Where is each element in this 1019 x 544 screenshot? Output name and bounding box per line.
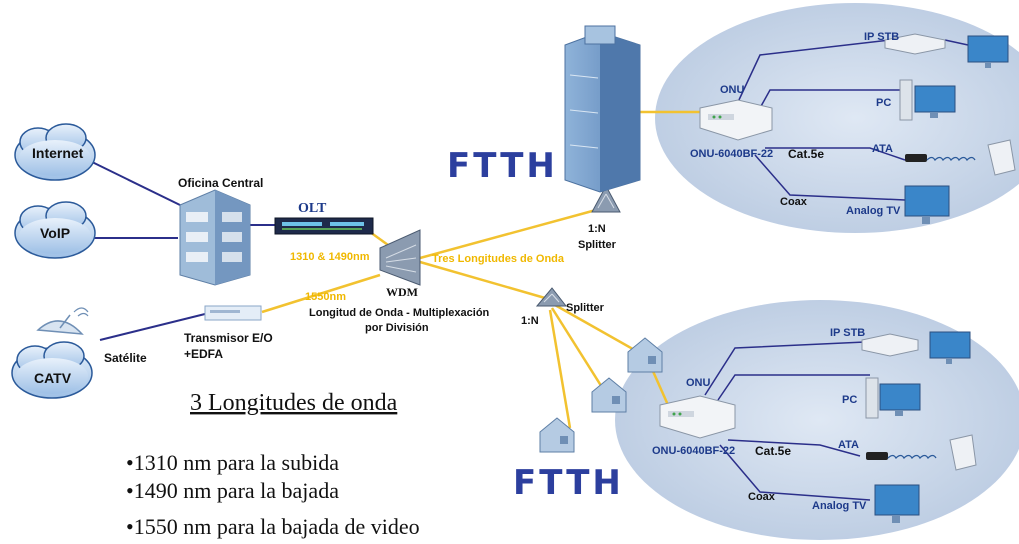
central-office-label: Oficina Central — [178, 176, 263, 190]
cat5e-label-top: Cat.5e — [788, 147, 824, 161]
home-area-bottom — [615, 300, 1019, 540]
house-icon — [591, 377, 627, 413]
wdm-label: WDM — [386, 285, 418, 299]
wdm-device-icon — [379, 229, 421, 286]
pc-icon — [865, 377, 921, 419]
ftth-label-bottom: FTTH — [513, 463, 624, 503]
transmitter-device-icon — [204, 305, 262, 321]
splitter-top-ratio: 1:N — [588, 223, 606, 235]
pc-label-top: PC — [876, 97, 891, 109]
legend-bullet-1: •1310 nm para la subida — [126, 450, 339, 475]
ftth-label-top: FTTH — [447, 146, 558, 186]
phone-icon — [987, 139, 1016, 176]
splitter-top-icon — [591, 184, 621, 213]
catv-cloud: CATV — [11, 341, 93, 399]
olt-device-icon — [274, 217, 374, 235]
ip-stb-label-bottom: IP STB — [830, 327, 865, 339]
onu-device-icon — [659, 395, 736, 439]
phone-icon — [949, 434, 977, 471]
splitter-bottom-ratio: 1:N — [521, 315, 539, 327]
onu-model-bottom: ONU-6040BF-22 — [652, 445, 735, 457]
satellite-label: Satélite — [104, 351, 147, 365]
legend-bullet-3: •1550 nm para la bajada de video — [126, 514, 420, 539]
voip-cloud: VoIP — [14, 201, 96, 259]
coax-label-top: Coax — [780, 196, 808, 208]
internet-label: Internet — [32, 145, 84, 161]
splitter-bottom-icon — [535, 287, 568, 307]
wdm-desc-line1: Longitud de Onda - Multiplexación — [309, 307, 490, 319]
home-top-links — [737, 39, 969, 201]
splitter-top-label: Splitter — [578, 239, 617, 251]
wl-1310-1490-label: 1310 & 1490nm — [290, 251, 370, 263]
analog-tv-label-top: Analog TV — [846, 205, 901, 217]
house-icon — [627, 337, 663, 373]
ata-label-top: ATA — [872, 143, 893, 155]
tv-icon — [967, 35, 1009, 68]
catv-label: CATV — [34, 370, 72, 386]
ata-icon — [866, 452, 937, 460]
satellite-dish-icon — [36, 307, 89, 335]
central-office-icon — [179, 189, 251, 286]
house-icon — [539, 417, 575, 453]
tv-icon — [929, 331, 971, 364]
home-area-top — [655, 3, 1019, 233]
wdm-desc-line2: por División — [365, 322, 429, 334]
olt-label: OLT — [298, 201, 327, 216]
office-tower-icon — [564, 25, 641, 193]
pc-icon — [899, 79, 956, 121]
onu-label-top: ONU — [720, 84, 745, 96]
legend-title: 3 Longitudes de onda — [190, 390, 398, 416]
analog-tv-label-bottom: Analog TV — [812, 500, 867, 512]
ip-stb-label-top: IP STB — [864, 31, 899, 43]
ip-stb-icon — [861, 333, 919, 357]
transmitter-label-line2: +EDFA — [184, 347, 223, 361]
ata-label-bottom: ATA — [838, 439, 859, 451]
transmitter-label-line1: Transmisor E/O — [184, 331, 273, 345]
legend-bullet-2: •1490 nm para la bajada — [126, 478, 339, 503]
coax-label-bottom: Coax — [748, 491, 776, 503]
onu-device-icon — [699, 99, 773, 141]
analog-tv-icon — [874, 484, 920, 523]
internet-cloud: Internet — [14, 123, 96, 181]
cat5e-label-bottom: Cat.5e — [755, 444, 791, 458]
analog-tv-icon — [904, 185, 950, 224]
onu-label-bottom: ONU — [686, 377, 711, 389]
pc-label-bottom: PC — [842, 394, 857, 406]
home-bottom-links — [704, 341, 871, 501]
voip-label: VoIP — [40, 225, 70, 241]
ata-icon — [905, 154, 976, 162]
wl-1550-label: 1550nm — [305, 291, 346, 303]
ip-stb-icon — [884, 33, 946, 55]
onu-model-top: ONU-6040BF-22 — [690, 148, 773, 160]
splitter-bottom-label: Splitter — [566, 302, 605, 314]
three-wavelengths-label: Tres Longitudes de Onda — [432, 253, 565, 265]
